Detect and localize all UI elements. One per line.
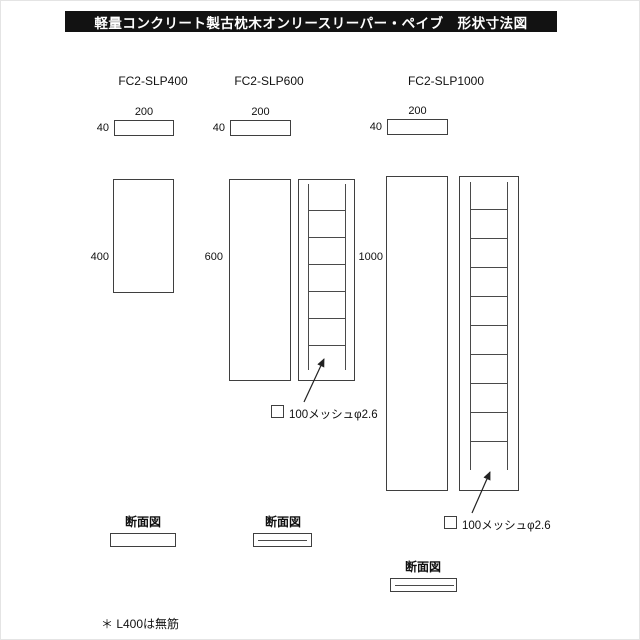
- mesh-label-slp600: 100メッシュφ2.6: [289, 409, 378, 421]
- top-view-slp600: [230, 120, 291, 136]
- mesh-wire-horizontal: [470, 412, 508, 413]
- section-label-slp1000: 断面図: [404, 560, 441, 574]
- mesh-legend-square-slp1000: [444, 516, 457, 529]
- product-name-slp600: FC2-SLP600: [234, 74, 304, 88]
- mesh-wire-horizontal: [308, 210, 346, 211]
- product-name-slp1000: FC2-SLP1000: [407, 74, 485, 88]
- footnote: ＊ L400は無筋: [101, 617, 180, 631]
- page-title: 軽量コンクリート製古枕木オンリースリーパー・ペイブ 形状寸法図: [94, 15, 528, 31]
- section-label-slp600: 断面図: [264, 515, 301, 529]
- front-view-slp1000: [386, 176, 448, 491]
- section-view-slp600: [253, 533, 312, 547]
- mesh-wire-vertical: [507, 182, 508, 470]
- section-mesh-line: [258, 540, 307, 541]
- mesh-wire-horizontal: [308, 291, 346, 292]
- dim-length-slp400: 400: [90, 251, 109, 263]
- mesh-wire-vertical: [345, 184, 346, 370]
- mesh-view-slp600: [298, 179, 355, 381]
- mesh-wire-horizontal: [470, 383, 508, 384]
- mesh-wire-horizontal: [470, 325, 508, 326]
- mesh-wire-horizontal: [470, 296, 508, 297]
- dim-thickness-slp400: 40: [96, 122, 109, 134]
- mesh-wire-horizontal: [308, 345, 346, 346]
- top-view-slp1000: [387, 119, 448, 135]
- mesh-wire-horizontal: [308, 237, 346, 238]
- mesh-label-slp1000: 100メッシュφ2.6: [462, 520, 551, 532]
- product-name-slp400: FC2-SLP400: [118, 74, 188, 88]
- mesh-wire-vertical: [470, 182, 471, 470]
- dim-thickness-slp1000: 40: [369, 121, 382, 133]
- dim-length-slp1000: 1000: [358, 251, 383, 263]
- mesh-wire-horizontal: [470, 209, 508, 210]
- mesh-wire-vertical: [308, 184, 309, 370]
- mesh-wire-horizontal: [470, 441, 508, 442]
- section-view-slp400: [110, 533, 176, 547]
- section-mesh-line: [395, 585, 454, 586]
- dim-width-slp1000: 200: [408, 105, 427, 117]
- mesh-wire-horizontal: [308, 318, 346, 319]
- mesh-legend-square-slp600: [271, 405, 284, 418]
- mesh-wire-horizontal: [470, 354, 508, 355]
- section-label-slp400: 断面図: [124, 515, 161, 529]
- front-view-slp600: [229, 179, 291, 381]
- dim-thickness-slp600: 40: [212, 122, 225, 134]
- mesh-wire-horizontal: [470, 238, 508, 239]
- front-view-slp400: [113, 179, 174, 293]
- top-view-slp400: [114, 120, 174, 136]
- mesh-view-slp1000: [459, 176, 519, 491]
- section-view-slp1000: [390, 578, 457, 592]
- dim-width-slp400: 200: [134, 106, 154, 118]
- mesh-wire-horizontal: [470, 267, 508, 268]
- dim-width-slp600: 200: [251, 106, 270, 118]
- title-bar: 軽量コンクリート製古枕木オンリースリーパー・ペイブ 形状寸法図: [65, 11, 557, 32]
- mesh-wire-horizontal: [308, 264, 346, 265]
- dim-length-slp600: 600: [204, 251, 223, 263]
